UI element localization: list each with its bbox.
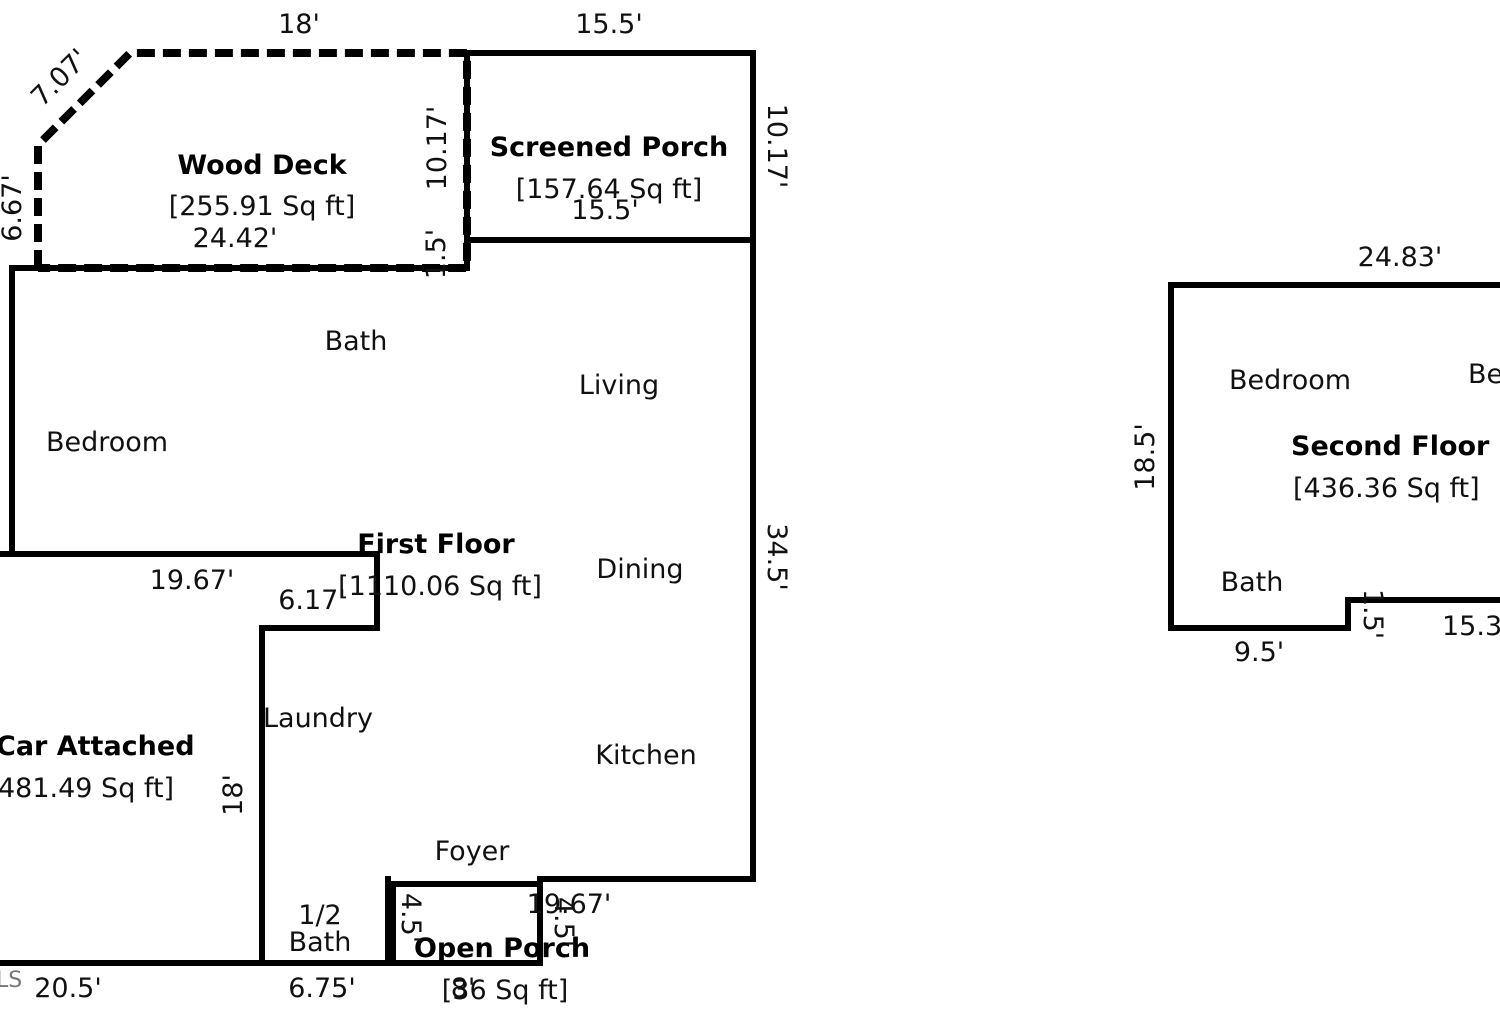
room-living: Living	[579, 370, 659, 401]
room-second-bedroom-2: Be	[1468, 359, 1500, 390]
dim-deck-right: 10.17'	[422, 106, 453, 191]
dim-sf-top: 24.83'	[1358, 242, 1443, 273]
screened-porch-area: [157.64 Sq ft]	[516, 174, 703, 205]
dim-half-bath-bottom: 6.75'	[288, 973, 356, 1004]
room-second-bedroom: Bedroom	[1229, 365, 1351, 396]
garage-title: Car Attached	[0, 731, 195, 762]
dim-sf-step: 1.5'	[1357, 589, 1388, 639]
dim-deck-left: 6.67'	[0, 174, 28, 242]
dim-garage-bottom: 20.5'	[34, 973, 102, 1004]
bedroom-wing-wall	[9, 265, 380, 966]
garage-area: 481.49 Sq ft]	[0, 773, 174, 804]
dim-sf-bottom-left: 9.5'	[1234, 637, 1284, 668]
dim-porch-bottom: 15.5'	[571, 195, 639, 226]
room-dining: Dining	[596, 554, 683, 585]
second-floor-outline	[1168, 282, 1500, 631]
open-porch-title: Open Porch	[414, 933, 590, 964]
second-floor-title: Second Floor	[1291, 431, 1490, 462]
room-foyer: Foyer	[435, 836, 511, 867]
dim-foyer-bottom: 19.67'	[527, 889, 612, 920]
wood-deck-outline	[34, 49, 471, 272]
dim-open-right: 4.5'	[548, 897, 579, 947]
room-laundry: Laundry	[263, 703, 373, 734]
wood-deck-area: [255.91 Sq ft]	[169, 191, 356, 222]
dim-bedroom-bottom: 19.67'	[150, 565, 235, 596]
screened-porch-title: Screened Porch	[490, 132, 729, 163]
room-bath: Bath	[325, 326, 388, 357]
first-floor-title: First Floor	[357, 529, 515, 560]
dim-open-left: 4.5'	[395, 893, 426, 943]
dim-notch: 6.17'	[278, 585, 346, 616]
dim-sf-left: 18.5'	[1130, 423, 1161, 491]
dim-porch-top: 15.5'	[575, 9, 643, 40]
dim-deck-bottom: 24.42'	[193, 223, 278, 254]
open-porch-area: [36 Sq ft]	[442, 975, 568, 1006]
second-floor-area: [436.36 Sq ft]	[1293, 473, 1480, 504]
room-half-bath-line2: Bath	[289, 927, 352, 958]
room-bedroom: Bedroom	[46, 427, 168, 458]
dim-sf-bottom-right: 15.3	[1442, 611, 1500, 642]
open-porch-outline	[390, 881, 543, 966]
dim-laundry-left: 18'	[218, 774, 249, 816]
dim-porch-right: 10.17'	[761, 104, 792, 189]
room-kitchen: Kitchen	[595, 740, 696, 771]
first-floor-area: [1110.06 Sq ft]	[338, 571, 542, 602]
watermark-text: LS	[0, 968, 22, 993]
room-half-bath-line1: 1/2	[298, 900, 341, 931]
room-second-bath: Bath	[1221, 567, 1284, 598]
dim-deck-top: 18'	[278, 9, 320, 40]
dim-open-bottom: 8'	[451, 973, 476, 1004]
dim-ff-right: 34.5'	[761, 523, 792, 591]
dim-deck-step: 1.5'	[421, 229, 452, 279]
wood-deck-title: Wood Deck	[177, 150, 347, 181]
